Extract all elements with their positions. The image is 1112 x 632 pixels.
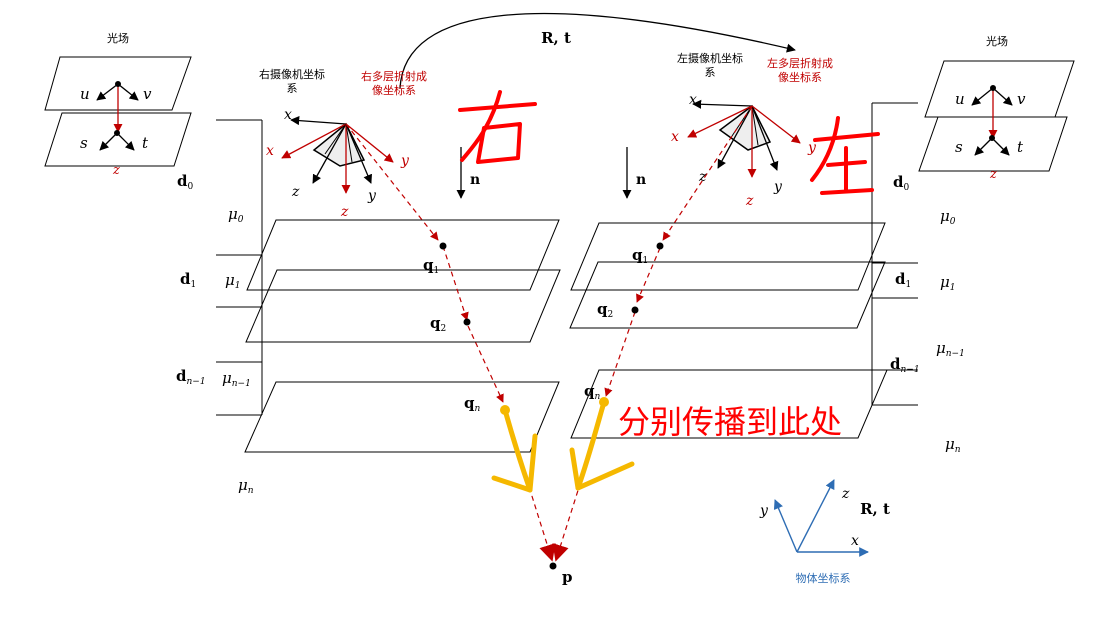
point-q1-right (656, 242, 664, 250)
light-field-left (44, 56, 192, 167)
dn1-label-left: dn−1 (176, 367, 206, 387)
svg-text:s: s (955, 138, 963, 156)
refraction-layers-left (244, 219, 561, 453)
light-field-right (918, 60, 1075, 172)
svg-text:v: v (1017, 90, 1026, 108)
left-camera (687, 99, 801, 178)
svg-text:z: z (989, 167, 997, 182)
svg-text:z: z (745, 193, 754, 209)
svg-text:y: y (773, 179, 783, 195)
layer-plane-0-right (570, 222, 886, 291)
layer-brackets-left (216, 119, 263, 416)
d0-label-left: d0 (177, 172, 194, 192)
right-camera (281, 116, 394, 194)
layer-plane-n-right (570, 369, 888, 439)
dn1-label-right: dn−1 (890, 355, 920, 375)
point-q2-left (463, 318, 471, 326)
svg-text:z: z (340, 204, 349, 220)
svg-text:z: z (291, 184, 300, 200)
svg-text:v: v (143, 85, 152, 103)
svg-text:μ0: μ0 (228, 205, 244, 225)
svg-text:μn−1: μn−1 (222, 369, 251, 389)
svg-text:μ1: μ1 (940, 273, 955, 293)
st-plane-left (44, 112, 192, 167)
svg-text:q2: q2 (597, 300, 613, 320)
svg-text:z: z (841, 486, 850, 502)
text-labels: 光场 光场 u v s t z u v s t z 右摄像机坐标 系 右多层折射… (80, 29, 1026, 586)
svg-text:x: x (851, 533, 859, 549)
svg-text:μn: μn (238, 476, 254, 496)
d1-label-right: d1 (895, 270, 911, 290)
refraction-layers-right (569, 222, 888, 439)
rt-label-top: R, t (541, 29, 571, 47)
red-handwriting-left (810, 116, 880, 195)
point-q2-right (631, 306, 639, 314)
svg-text:z: z (698, 169, 707, 185)
right-camera-label: 右摄像机坐标 (259, 67, 325, 81)
point-q1-left (439, 242, 447, 250)
svg-text:系: 系 (705, 66, 716, 79)
svg-text:qn: qn (584, 382, 601, 402)
d0-label-right: d0 (893, 173, 910, 193)
svg-text:t: t (1017, 138, 1024, 156)
st-plane-right (918, 116, 1068, 172)
svg-text:n: n (470, 172, 480, 188)
layer-plane-1-right (569, 261, 886, 329)
light-field-label-left: 光场 (107, 31, 129, 45)
svg-text:s: s (80, 134, 88, 152)
ray-right (345, 123, 556, 562)
red-handwriting-right (458, 90, 537, 164)
svg-text:q2: q2 (430, 314, 446, 334)
layer-plane-1-left (245, 269, 561, 343)
svg-text:x: x (266, 143, 274, 159)
yellow-annotation (491, 397, 635, 493)
svg-text:μ0: μ0 (940, 207, 956, 227)
svg-text:qn: qn (464, 394, 481, 414)
svg-text:y: y (367, 188, 377, 204)
left-refract-label: 左多层折射成 (767, 56, 833, 70)
d1-label-left: d1 (180, 270, 196, 290)
svg-text:n: n (636, 172, 646, 188)
svg-text:μn−1: μn−1 (936, 339, 965, 359)
object-coord-label: 物体坐标系 (796, 571, 851, 585)
svg-text:x: x (671, 129, 679, 145)
layer-plane-0-left (246, 219, 560, 291)
svg-text:x: x (284, 107, 292, 123)
ray-left (552, 105, 753, 562)
layer-plane-n-left (244, 381, 560, 453)
rt-transform-arrow (399, 12, 796, 89)
light-field-label-right: 光场 (986, 34, 1008, 48)
point-p (549, 562, 557, 570)
svg-text:u: u (955, 90, 965, 108)
uv-plane-right (924, 60, 1075, 118)
right-refract-label: 右多层折射成 (361, 69, 427, 83)
svg-text:y: y (759, 503, 769, 519)
svg-text:q1: q1 (423, 256, 439, 276)
svg-text:像坐标系: 像坐标系 (778, 70, 822, 84)
svg-text:x: x (689, 92, 697, 108)
svg-text:z: z (112, 163, 120, 178)
object-coordinate-axes (773, 479, 869, 557)
svg-text:y: y (807, 140, 817, 156)
point-p-label: p (562, 568, 573, 586)
rt-label-object: R, t (860, 500, 890, 518)
svg-text:像坐标系: 像坐标系 (372, 83, 416, 97)
svg-text:系: 系 (287, 82, 298, 95)
svg-text:y: y (400, 153, 410, 169)
svg-text:μ1: μ1 (225, 271, 240, 291)
svg-text:u: u (80, 85, 90, 103)
svg-text:μn: μn (945, 435, 961, 455)
svg-text:t: t (142, 134, 149, 152)
svg-text:q1: q1 (632, 246, 648, 266)
left-camera-label: 左摄像机坐标 (677, 51, 743, 65)
propagate-annotation: 分别传播到此处 (618, 403, 842, 441)
